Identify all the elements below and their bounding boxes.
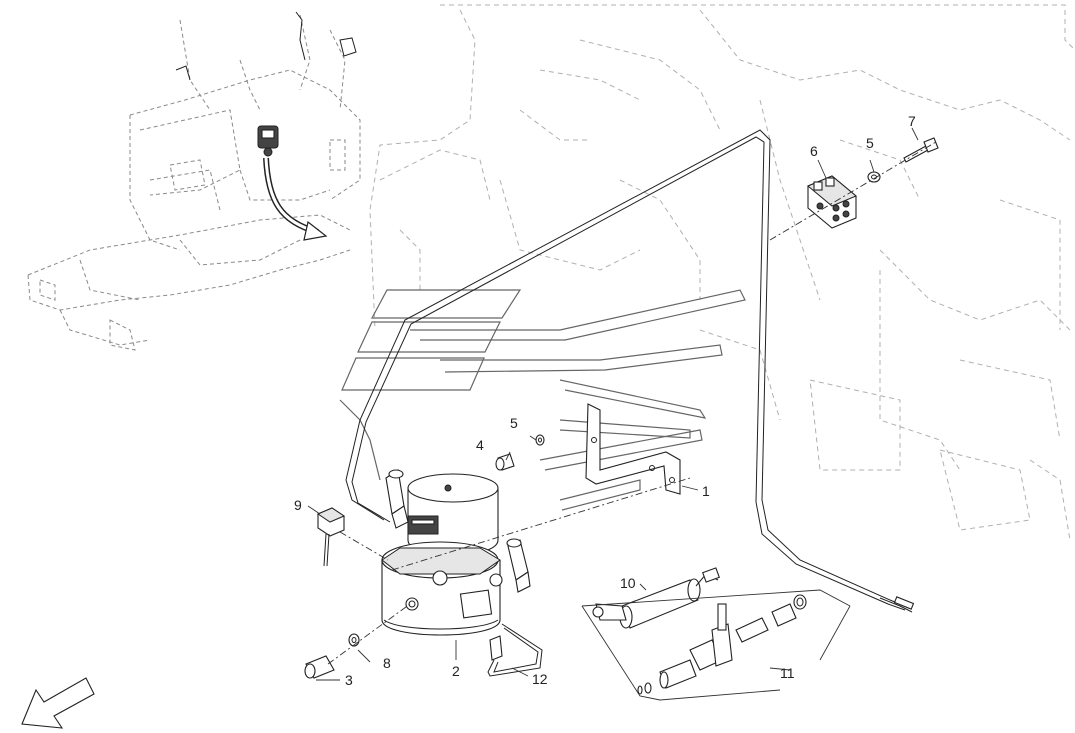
valve-block-part-6 [807, 175, 857, 229]
hand-pump-part-10 [592, 567, 720, 629]
callout-6: 6 [810, 143, 818, 159]
callout-5-upper: 5 [866, 135, 874, 151]
washer-part-5-lower [535, 434, 545, 446]
fitting-kit-part-11 [581, 589, 851, 701]
inset-machine-view [27, 11, 361, 351]
watermark-logo [339, 289, 746, 511]
plug-part-3 [304, 655, 335, 679]
hydraulic-line [345, 129, 915, 613]
callout-3: 3 [345, 672, 353, 688]
callout-11: 11 [780, 665, 795, 681]
bolt-part-4 [495, 453, 515, 471]
sensor-part-9 [316, 507, 346, 567]
callout-4: 4 [476, 437, 484, 453]
callout-9: 9 [294, 497, 302, 513]
callout-2: 2 [452, 663, 460, 679]
callout-labels: 1 2 3 4 5 5 6 7 8 9 10 11 12 [294, 113, 916, 688]
washer-part-8 [348, 633, 360, 647]
direction-arrow [21, 677, 95, 729]
callout-8: 8 [383, 655, 391, 671]
callout-10: 10 [620, 575, 636, 591]
callout-12: 12 [532, 671, 548, 687]
leader-lines [307, 127, 919, 681]
hose-part-12 [487, 623, 543, 677]
callout-1: 1 [702, 483, 710, 499]
washer-part-5-upper [867, 171, 881, 183]
callout-5-lower: 5 [510, 415, 518, 431]
bracket-part-1 [585, 403, 681, 495]
background-frame-ghost [369, 4, 1075, 541]
pump-assembly-part-2 [381, 469, 531, 661]
callout-7: 7 [908, 113, 916, 129]
